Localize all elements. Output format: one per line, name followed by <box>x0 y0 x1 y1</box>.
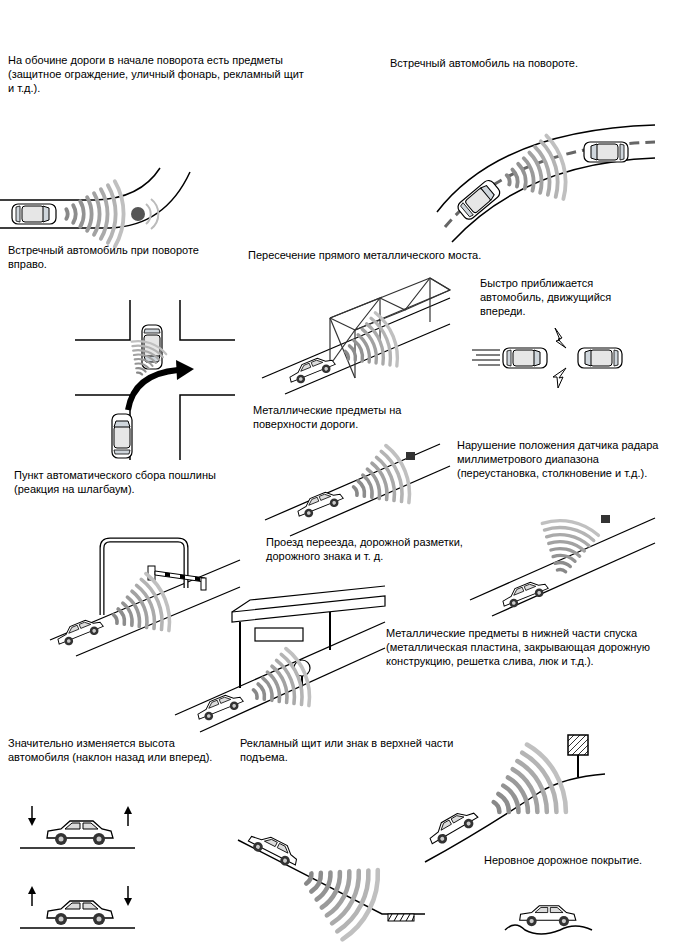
road <box>175 622 385 732</box>
car <box>295 487 346 521</box>
impact-mark <box>553 328 566 388</box>
car <box>500 577 551 611</box>
car <box>503 348 547 368</box>
car <box>456 178 503 222</box>
radar-waves <box>291 844 387 944</box>
road <box>470 518 655 616</box>
scene-caption: Пересечение прямого металлического моста… <box>248 248 528 262</box>
uneven-road-scene <box>505 906 592 934</box>
radar-waves <box>66 181 123 247</box>
radar-waves <box>500 133 572 211</box>
radar-waves <box>344 442 417 519</box>
road <box>50 560 240 656</box>
curved-road <box>437 125 655 242</box>
roadside-object <box>131 207 145 221</box>
scene-caption: На обочине дороги в начале поворота есть… <box>8 53 308 95</box>
turn-arrow <box>128 360 194 410</box>
radar-waves <box>104 570 177 647</box>
scene-caption: Встречный автомобиль на повороте. <box>390 56 650 70</box>
car <box>425 805 480 848</box>
car <box>55 615 106 649</box>
scene-caption: Проезд переезда, дорожной разметки, доро… <box>266 535 496 563</box>
car <box>12 204 56 224</box>
speed-lines <box>472 350 500 365</box>
reflection <box>146 199 158 229</box>
radar-waves <box>477 739 575 840</box>
metal-object <box>601 515 610 523</box>
metal-object <box>406 452 415 460</box>
scene-caption: Нарушение положения датчика радара милли… <box>457 438 682 480</box>
scene-caption: Пункт автоматического сбора пошлины (реа… <box>14 468 254 496</box>
scene-caption: Рекламный щит или знак в верхней части п… <box>240 736 470 764</box>
slope-road <box>425 774 605 862</box>
scene-caption: Встречный автомобиль при повороте вправо… <box>8 243 223 271</box>
car <box>287 353 338 387</box>
oncoming-car <box>584 142 628 162</box>
tilt-scene <box>20 806 135 928</box>
leading-car <box>578 348 622 368</box>
car <box>195 690 246 724</box>
radar-waves <box>244 645 317 722</box>
car <box>112 414 132 458</box>
road <box>262 298 450 394</box>
scene-caption: Значительно изменяется высота автомобиля… <box>8 736 233 764</box>
scene-caption: Металлические предметы на поверхности до… <box>253 403 423 431</box>
car <box>246 829 302 870</box>
metal-plate <box>388 914 414 921</box>
billboard <box>568 735 588 777</box>
radar-waves <box>336 310 404 382</box>
scene-caption: Быстро приближается автомобиль, движущий… <box>480 276 655 318</box>
scene-caption: Металлические предметы в нижней части сп… <box>386 626 681 668</box>
radar-waves <box>533 516 600 577</box>
intersection <box>75 300 235 460</box>
overpass <box>232 586 385 688</box>
scene-caption: Неровное дорожное покрытие. <box>484 853 674 867</box>
